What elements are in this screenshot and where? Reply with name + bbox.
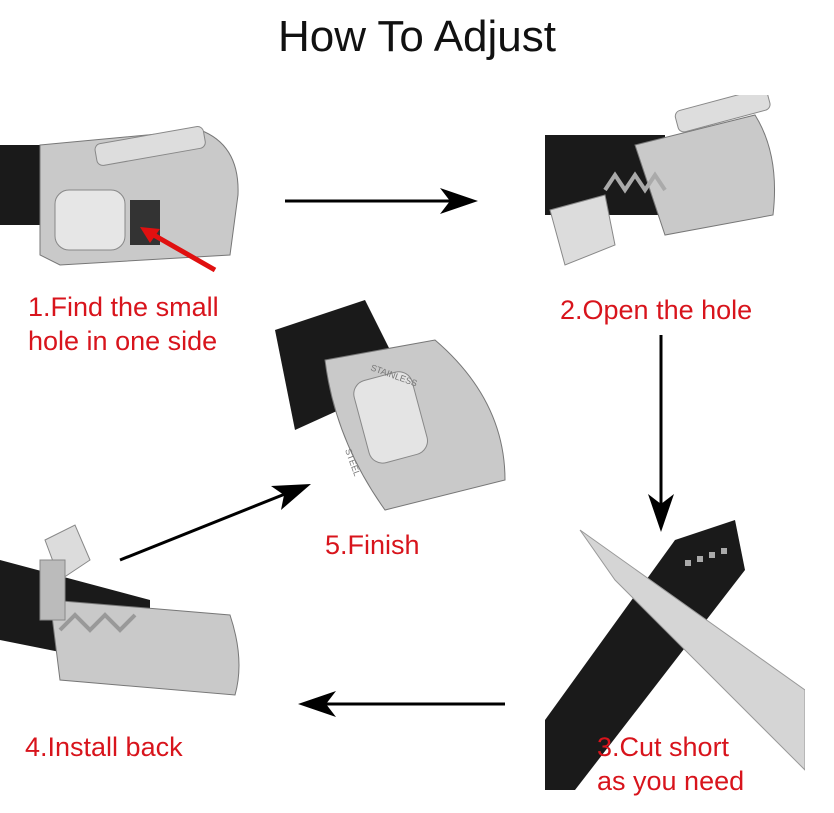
arrow-right-icon (285, 188, 478, 214)
arrow-down-icon (648, 335, 674, 532)
step-5-label: 5.Finish (325, 528, 420, 562)
step-2-image (545, 95, 805, 275)
step-4-label: 4.Install back (25, 730, 183, 764)
step-3-line-2: as you need (597, 766, 745, 796)
step-2-line-1: 2.Open the hole (560, 295, 753, 325)
step-1-line-2: hole in one side (28, 326, 218, 356)
step-4-image (0, 520, 250, 710)
step-2-label: 2.Open the hole (560, 293, 752, 327)
arrow-diagonal-icon (119, 484, 311, 562)
arrow-left-icon (298, 691, 505, 717)
step-3-line-1: 3.Cut short (597, 732, 730, 762)
step-5-line-1: 5.Finish (325, 530, 420, 560)
step-1-line-1: 1.Find the small (28, 292, 219, 322)
step-3-label: 3.Cut short as you need (597, 730, 744, 798)
step-1-label: 1.Find the small hole in one side (28, 290, 219, 358)
page-title: How To Adjust (277, 12, 556, 61)
step-5-image: STAINLESS STEEL (275, 300, 515, 520)
step-1-image (0, 105, 250, 285)
step-3-image (545, 520, 805, 800)
step-4-line-1: 4.Install back (25, 732, 183, 762)
